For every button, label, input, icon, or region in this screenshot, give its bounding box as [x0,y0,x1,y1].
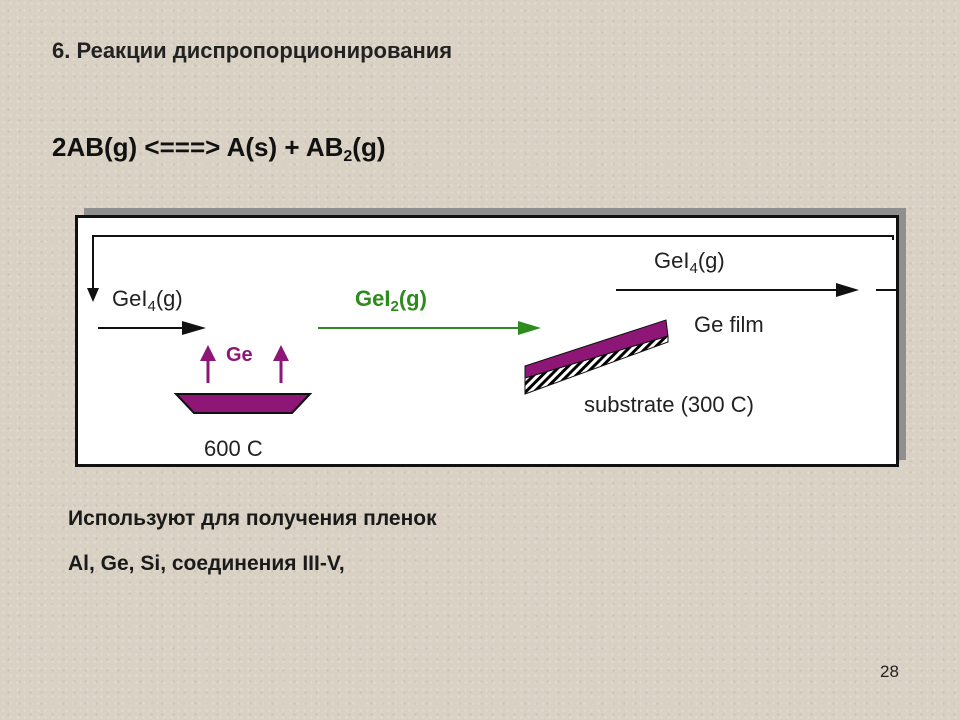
gei4-right-sub: 4 [689,260,698,277]
gei4-right-tail: (g) [697,248,725,273]
return-loop-line [92,235,894,300]
gei2-sub: 2 [390,298,399,315]
source-temp-label: 600 C [204,436,263,461]
slide-title: 6. Реакции диспропорционирования [52,38,453,63]
gei2-label: GeI2(g) [355,286,427,315]
gei2-base: GeI [355,286,391,311]
ge-source-label: Ge [226,344,253,366]
ge-up-arrow-right-icon [273,345,289,361]
gei4-right-arrowhead-icon [836,283,859,297]
film-label: Ge film [694,312,764,337]
equation-part1: 2AB(g) <===> A(s) + AB [52,132,344,162]
source-boat-inner [186,394,300,409]
gei4-right-label: GeI4(g) [654,248,725,277]
gei4-left-base: GeI [112,286,148,311]
transport-diagram: GeI4(g) GeI2(g) GeI4(g) Ge 600 C Ge film… [75,215,899,467]
reaction-equation: 2AB(g) <===> A(s) + AB2(g) [52,132,386,166]
substrate-label: substrate (300 C) [584,392,754,417]
equation-part2: (g) [352,132,386,162]
page-number: 28 [880,662,899,681]
gei4-left-sub: 4 [147,298,156,315]
gei4-left-tail: (g) [155,286,183,311]
ge-film [524,319,669,379]
gei4-right-base: GeI [654,248,690,273]
gei2-tail: (g) [398,286,427,311]
gei2-arrowhead-icon [518,321,541,335]
gei4-left-arrowhead-icon [182,321,206,335]
return-down-arrow-icon [87,288,99,302]
equation-subscript: 2 [343,148,353,165]
body-line-2: Al, Ge, Si, соединения III-V, [68,552,345,575]
ge-up-arrow-left-icon [200,345,216,361]
diagram-graphics [87,235,896,414]
gei4-left-label: GeI4(g) [112,286,183,315]
body-line-1: Используют для получения пленок [68,507,437,530]
